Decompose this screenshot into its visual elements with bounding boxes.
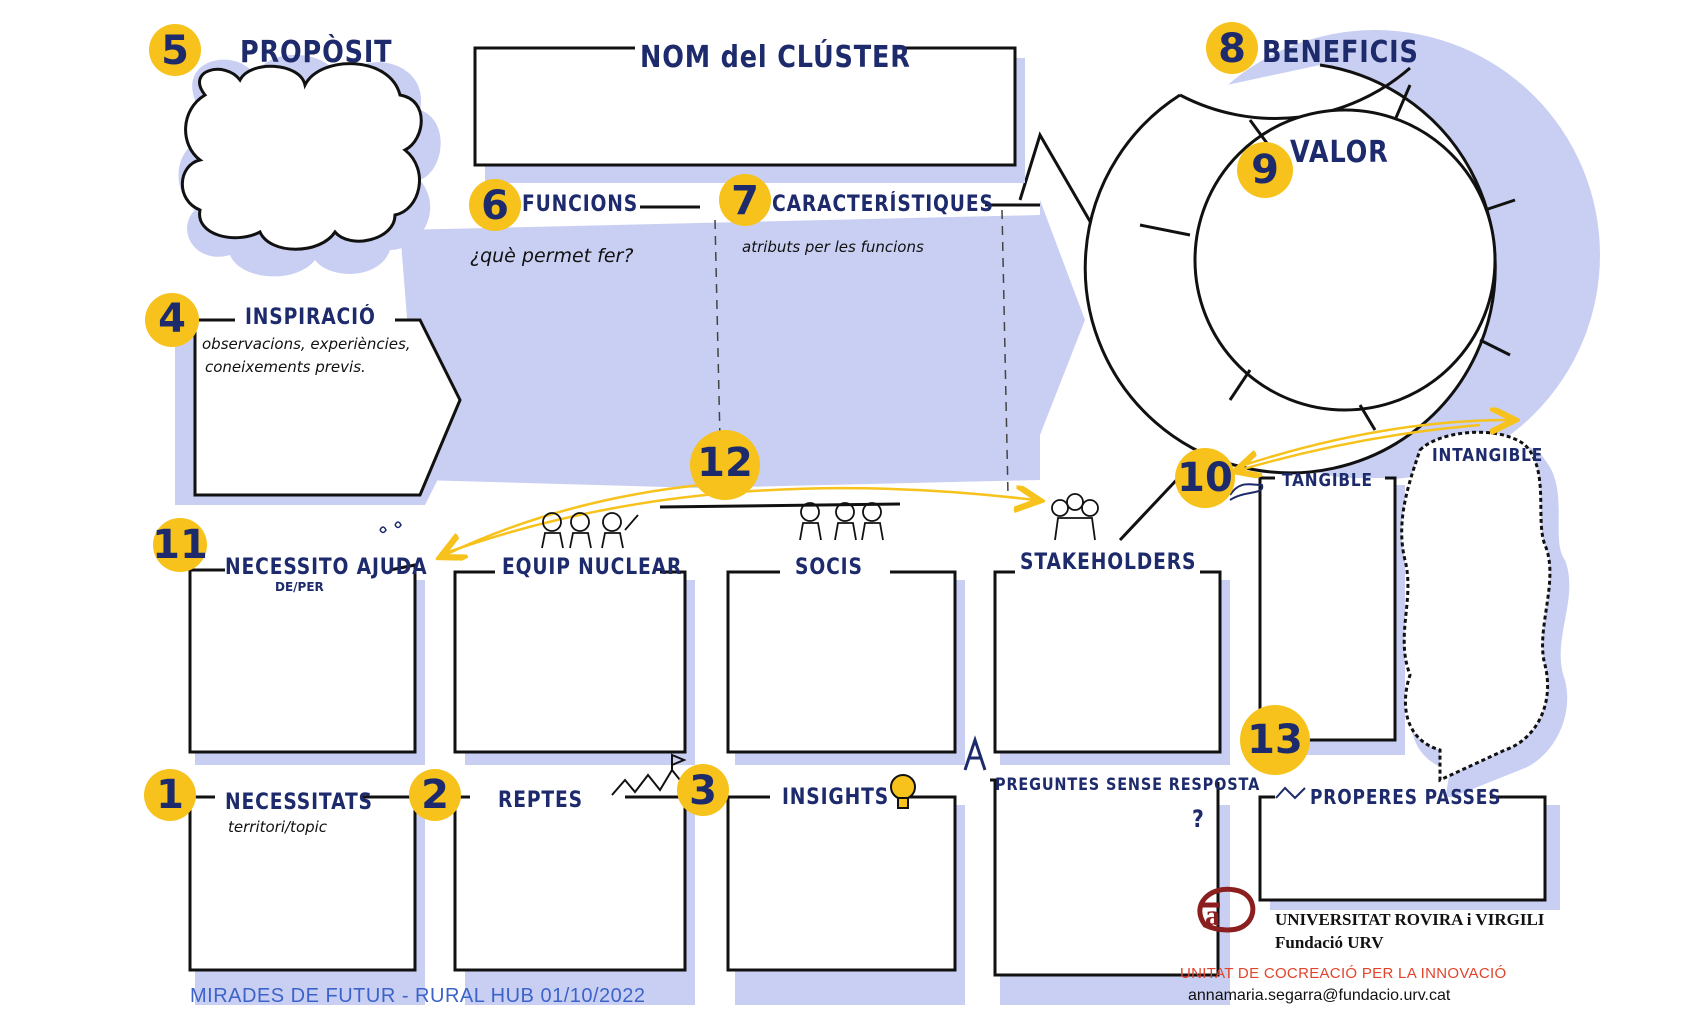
arrow-12-left xyxy=(445,483,701,555)
num-funcions: 6 xyxy=(481,183,509,229)
stakeholders-box xyxy=(993,570,1222,754)
inspiracio-sub-2: coneixements previs. xyxy=(205,358,366,376)
num-13: 13 xyxy=(1247,717,1303,763)
steps-icon xyxy=(1275,786,1306,800)
reptes-title: REPTES xyxy=(498,788,583,813)
necessitats-sub: territori/topic xyxy=(228,818,328,836)
row12-rule xyxy=(659,502,901,509)
reptes-box xyxy=(453,795,687,972)
equip-title: EQUIP NUCLEAR xyxy=(502,555,683,580)
insights-title: INSIGHTS xyxy=(782,785,890,810)
num-insights: 3 xyxy=(689,768,717,814)
university-name: UNIVERSITAT ROVIRA i VIRGILI xyxy=(1275,910,1545,929)
caracteristiques-sub: atributs per les funcions xyxy=(742,238,924,256)
tangible-title: TANGIBLE xyxy=(1282,470,1373,491)
proposit-cloud xyxy=(180,62,423,251)
cluster-title: NOM del CLÚSTER xyxy=(640,40,911,75)
num-11: 11 xyxy=(152,522,208,568)
beneficis-title: BENEFICIS xyxy=(1262,35,1419,70)
inspiracio-sub-1: observacions, experiències, xyxy=(202,335,411,353)
preguntes-a-icon xyxy=(963,735,987,771)
funcions-title: FUNCIONS xyxy=(522,192,639,217)
lightbulb-icon xyxy=(890,774,916,809)
valor-title: VALOR xyxy=(1290,135,1389,170)
stakeholders-title: STAKEHOLDERS xyxy=(1020,550,1197,575)
necessito-sub: DE/PER xyxy=(275,580,324,594)
intangible-title: INTANGIBLE xyxy=(1432,445,1544,466)
tangible-box xyxy=(1258,476,1397,742)
properes-title: PROPERES PASSES xyxy=(1310,785,1502,809)
necessito-box xyxy=(188,563,417,754)
preguntes-mark: ? xyxy=(1192,805,1205,833)
drops-icon xyxy=(379,521,402,534)
foundation-name: Fundació URV xyxy=(1275,933,1384,952)
necessito-title: NECESSITO AJUDA xyxy=(225,555,428,580)
necessitats-title: NECESSITATS xyxy=(225,790,373,815)
contact-email: annamaria.segarra@fundacio.urv.cat xyxy=(1188,987,1451,1004)
inspiracio-title: INSPIRACIÓ xyxy=(245,305,376,330)
unit-name: UNITAT DE COCREACIÓ PER LA INNOVACIÓ xyxy=(1180,965,1507,982)
cluster-box xyxy=(473,46,1017,167)
num-valor: 9 xyxy=(1251,147,1279,193)
arrow-10-right xyxy=(1234,420,1510,470)
hand-icon xyxy=(1229,483,1264,501)
flow-arrow-shadow xyxy=(400,200,1085,488)
event-footer: MIRADES DE FUTUR - RURAL HUB 01/10/2022 xyxy=(190,985,646,1007)
preguntes-box xyxy=(990,778,1220,977)
insights-box xyxy=(726,795,957,972)
reptes-mountain-icon xyxy=(611,768,685,796)
num-reptes: 2 xyxy=(421,772,449,818)
num-10: 10 xyxy=(1177,455,1233,501)
socis-box xyxy=(726,570,957,754)
dashed-separator-1 xyxy=(714,219,721,441)
equip-box xyxy=(453,570,687,754)
num-inspiracio: 4 xyxy=(158,296,186,342)
bottom-row-boxes xyxy=(188,778,1547,977)
num-12: 12 xyxy=(697,440,753,486)
num-necessitats: 1 xyxy=(156,772,184,818)
properes-box xyxy=(1258,795,1547,902)
urv-logo: a xyxy=(1197,886,1256,933)
intangible-cloud xyxy=(1400,430,1552,783)
people-icon-socis xyxy=(799,502,884,541)
number-circles xyxy=(144,22,1310,821)
middle-row-boxes xyxy=(188,563,1222,754)
num-caracteristiques: 7 xyxy=(731,178,759,224)
people-icon-equip xyxy=(541,512,639,549)
num-proposit: 5 xyxy=(161,28,189,74)
people-icon-stakeholders xyxy=(1051,493,1099,541)
flow-arrow-outline xyxy=(1018,131,1097,231)
arrow-10-left xyxy=(1240,423,1481,470)
num-beneficis: 8 xyxy=(1218,26,1246,72)
preguntes-title: PREGUNTES SENSE RESPOSTA xyxy=(995,775,1261,795)
caracteristiques-title: CARACTERÍSTIQUES xyxy=(772,192,994,217)
funcions-sub: ¿què permet fer? xyxy=(470,245,634,267)
reptes-flag-icon xyxy=(671,753,687,770)
socis-title: SOCIS xyxy=(795,555,863,580)
proposit-title: PROPÒSIT xyxy=(240,35,393,70)
